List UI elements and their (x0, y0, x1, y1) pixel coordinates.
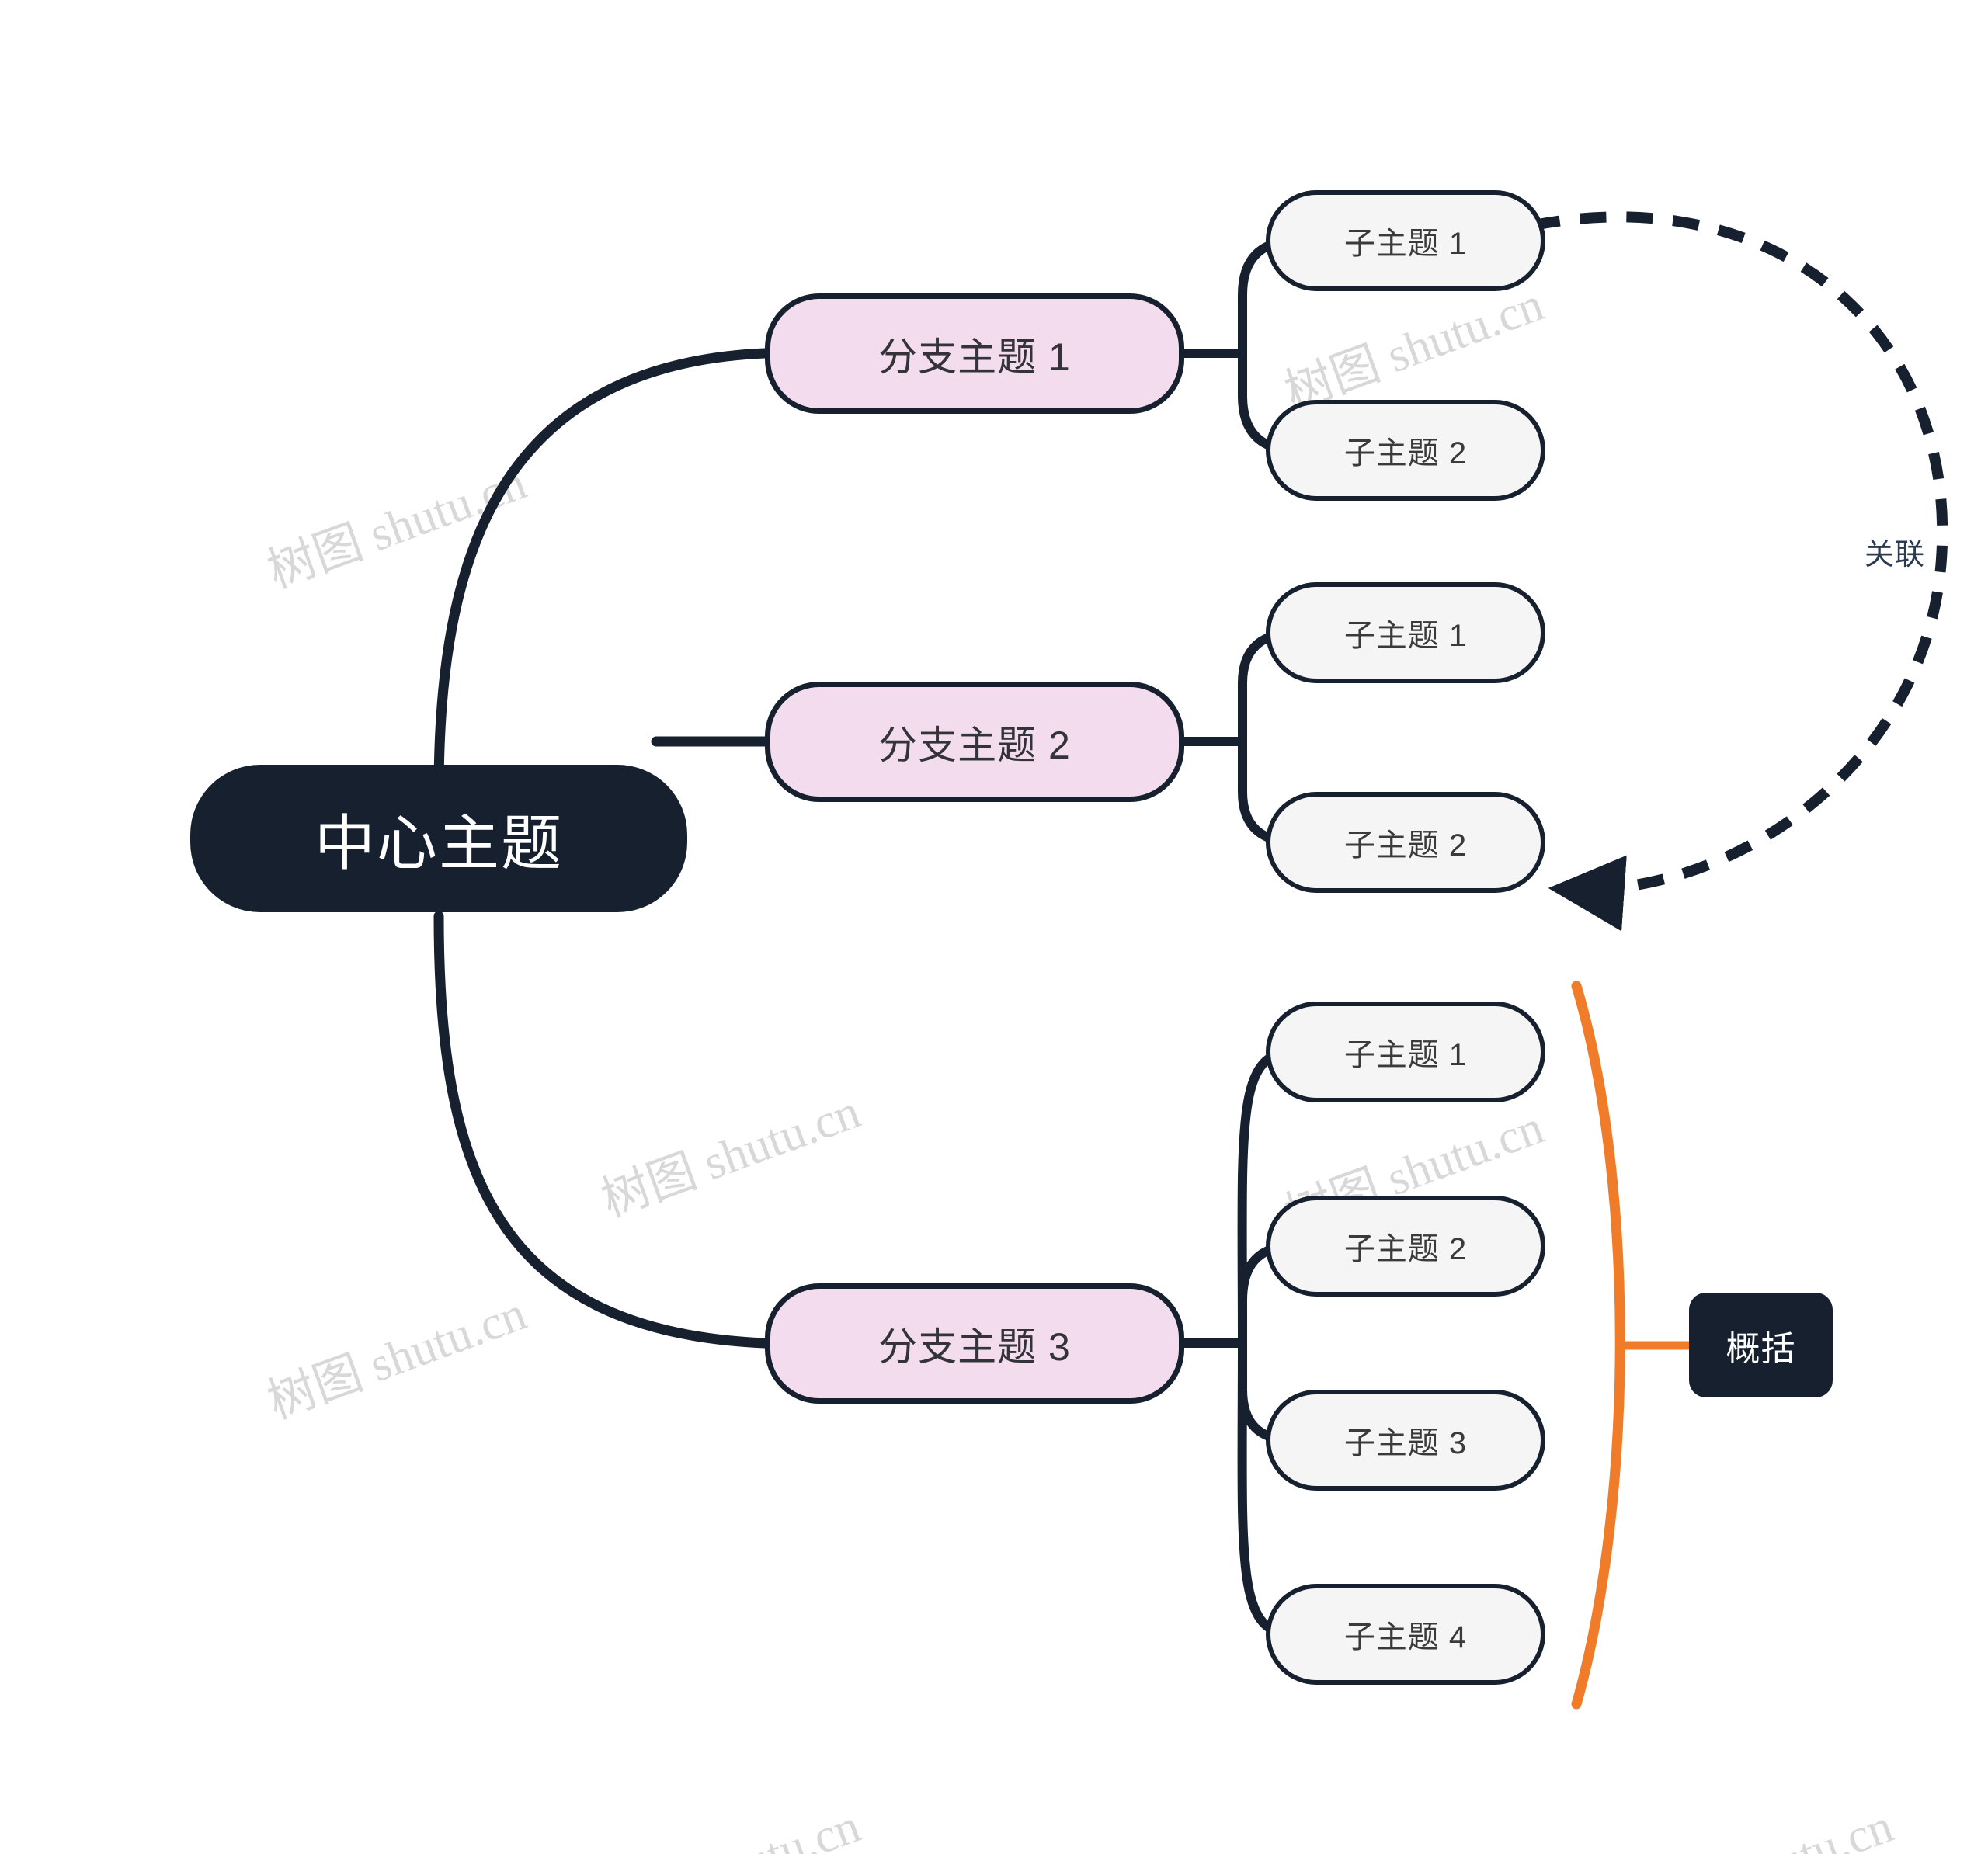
node-branch-3-child-1[interactable]: 子主题 1 (1266, 1002, 1545, 1102)
node-branch-3-child-3-label: 子主题 3 (1343, 1426, 1468, 1460)
node-branch-1-child-2[interactable]: 子主题 2 (1266, 400, 1545, 501)
link-branch3-child-4 (1237, 1338, 1298, 1639)
node-branch-3-child-4[interactable]: 子主题 4 (1266, 1584, 1545, 1685)
relation-label-text: 关联 (1865, 539, 1926, 571)
watermark: 树图 shutu.cn (595, 1085, 867, 1227)
watermark: 树图 shutu.cn (261, 1286, 533, 1429)
relation-label[interactable]: 关联 (1860, 538, 1931, 574)
node-branch-3-child-1-label: 子主题 1 (1343, 1038, 1468, 1072)
summary-bracket (1571, 981, 1625, 1710)
node-summary-label: 概括 (1726, 1329, 1796, 1368)
node-branch-2-label: 分支主题 2 (878, 723, 1071, 767)
node-root-label: 中心主题 (314, 809, 563, 877)
node-branch-2-child-2[interactable]: 子主题 2 (1266, 792, 1545, 893)
node-branch-3-child-2-label: 子主题 2 (1343, 1232, 1468, 1266)
node-branch-3-child-4-label: 子主题 4 (1343, 1620, 1468, 1654)
link-root-branch-3 (433, 911, 770, 1349)
node-branch-2-child-2-label: 子主题 2 (1343, 828, 1468, 863)
node-branch-3-child-2[interactable]: 子主题 2 (1266, 1196, 1545, 1297)
watermark: 树图 shutu.cn (590, 1786, 868, 1854)
node-branch-1[interactable]: 分支主题 1 (765, 293, 1184, 414)
node-branch-1-child-1-label: 子主题 1 (1343, 227, 1468, 261)
node-branch-2-child-1[interactable]: 子主题 1 (1266, 582, 1545, 683)
node-branch-1-child-2-label: 子主题 2 (1343, 436, 1468, 470)
node-summary[interactable]: 概括 (1689, 1293, 1833, 1397)
node-branch-3[interactable]: 分支主题 3 (765, 1283, 1184, 1404)
node-root-central-topic[interactable]: 中心主题 (190, 765, 687, 912)
node-branch-2[interactable]: 分支主题 2 (765, 682, 1184, 802)
node-branch-2-child-1-label: 子主题 1 (1343, 619, 1468, 653)
link-root-branch-1 (433, 348, 770, 797)
node-branch-3-label: 分支主题 3 (878, 1325, 1071, 1369)
watermark: 树图 shutu.cn (261, 456, 533, 599)
node-branch-1-child-1[interactable]: 子主题 1 (1266, 190, 1545, 291)
watermark: 树图 shutu.cn (1623, 1786, 1901, 1854)
node-branch-1-label: 分支主题 1 (878, 335, 1071, 379)
link-branch3-child-1 (1237, 1047, 1298, 1348)
node-branch-3-child-3[interactable]: 子主题 3 (1266, 1390, 1545, 1491)
